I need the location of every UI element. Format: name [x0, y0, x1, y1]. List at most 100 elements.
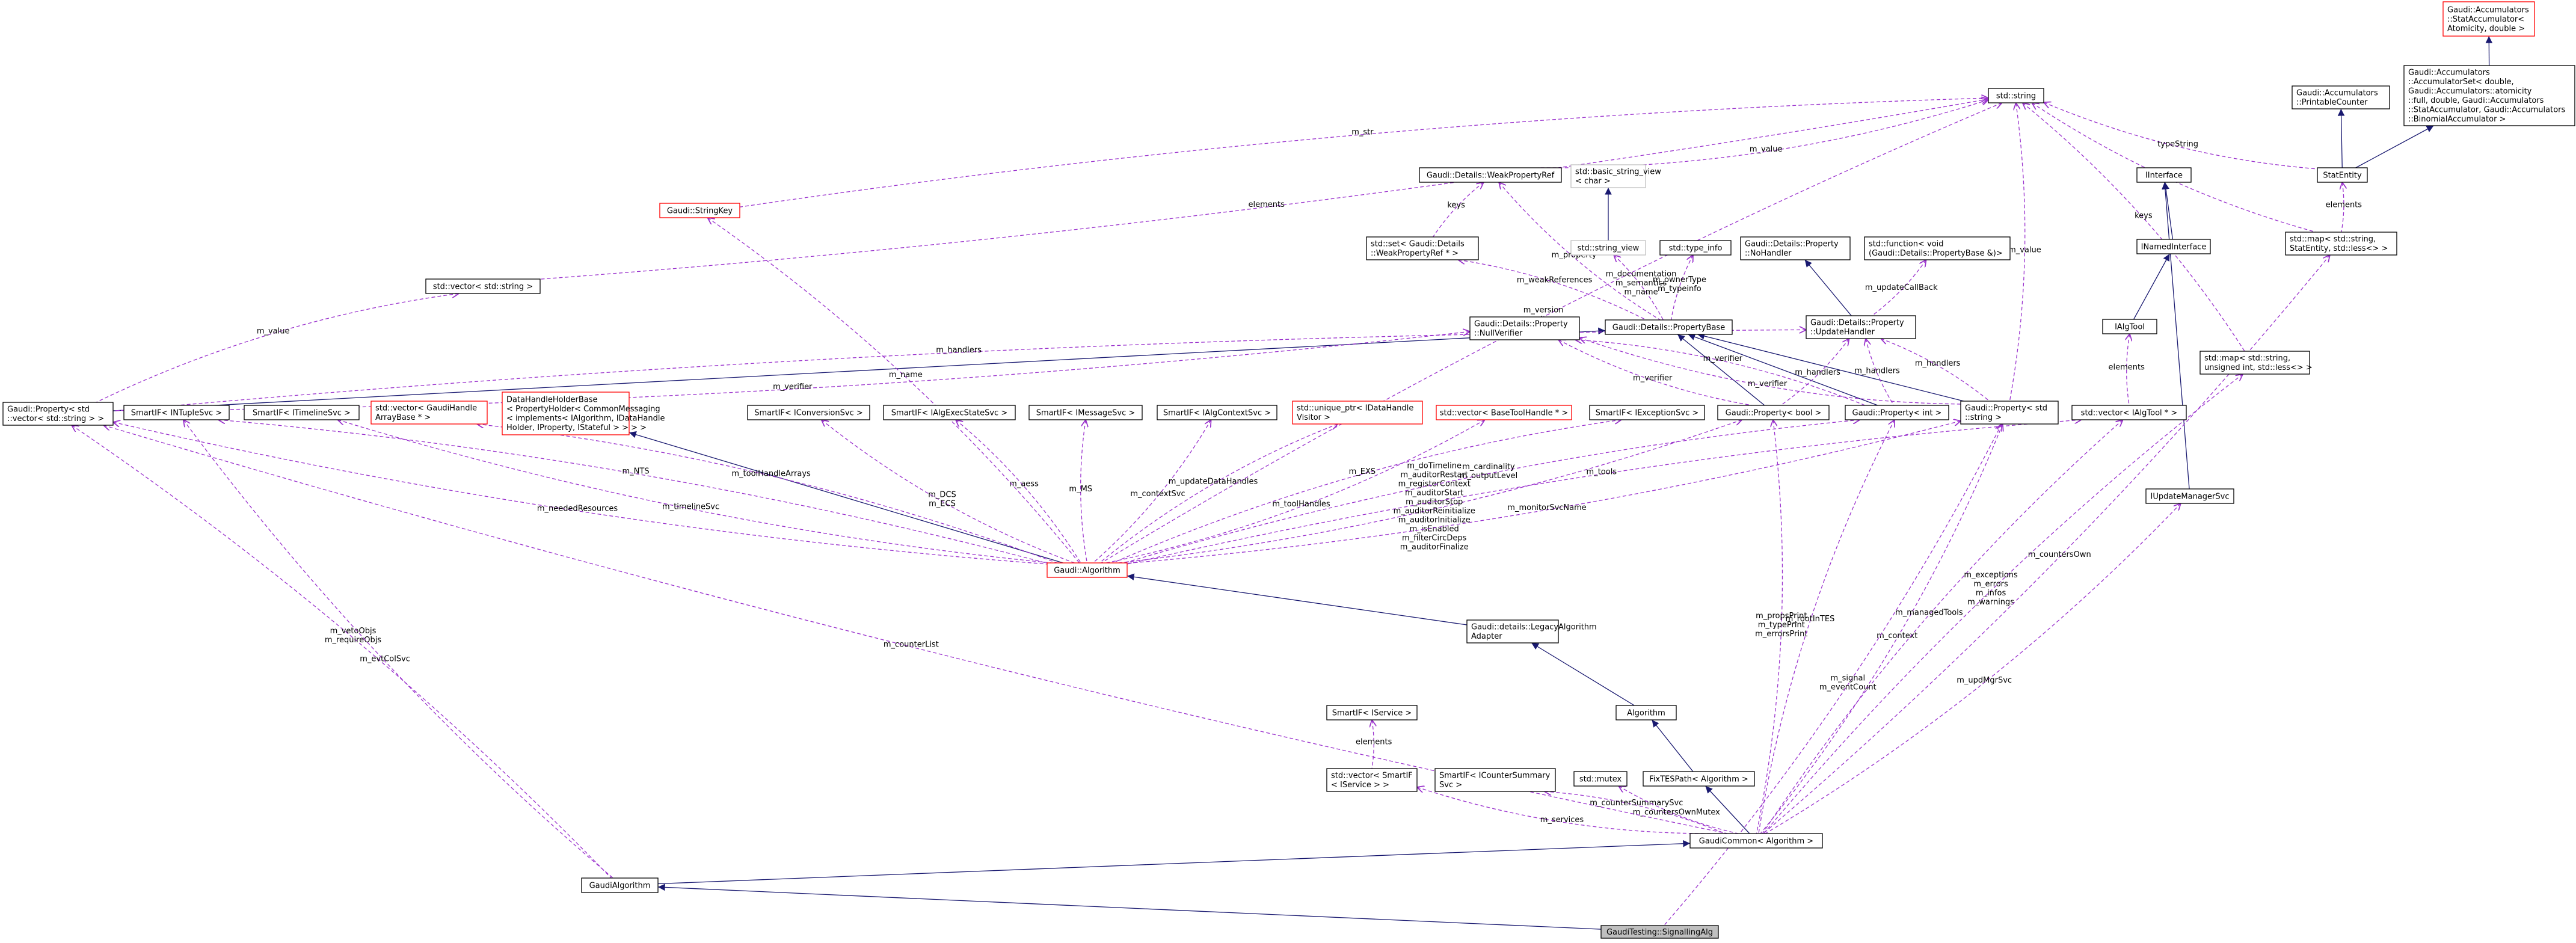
node-sisvc[interactable]: SmartIF< IService >: [1326, 705, 1418, 720]
edge-label-line: m_value: [2008, 245, 2041, 254]
node-setwpr[interactable]: std::set< Gaudi::Details::WeakPropertyRe…: [1366, 236, 1479, 260]
node-iinterface[interactable]: IInterface: [2136, 167, 2192, 183]
edge-label-line: m_value: [257, 327, 290, 336]
edge-label-nullverifier-to-propstr: m_verifier: [1748, 379, 1788, 389]
node-box-galg: [1047, 562, 1128, 578]
edge-usage-stdfunc-to-updhandler: [1872, 260, 1926, 316]
edge-label-propstr-to-gcommon: m_context: [1877, 631, 1917, 640]
edge-label-stdfunc-to-updhandler: m_updateCallBack: [1865, 283, 1938, 292]
node-stdstring[interactable]: std::string: [1988, 88, 2044, 103]
node-label-vecstr: std::vector< std::string >: [433, 282, 533, 291]
edge-inherit-accset-to-statentity: [2355, 125, 2434, 168]
node-gaudialg[interactable]: GaudiAlgorithm: [581, 877, 659, 893]
node-label-mapstat: std::map< std::string,StatEntity, std::l…: [2290, 235, 2388, 254]
node-propbool[interactable]: Gaudi::Property< bool >: [1717, 405, 1830, 420]
node-propbase[interactable]: Gaudi::Details::PropertyBase: [1605, 319, 1733, 335]
edge-label-updhandler-to-propstr: m_handlers: [1915, 359, 1961, 368]
node-label-accset: Gaudi::Accumulators::AccumulatorSet< dou…: [2408, 69, 2565, 124]
edge-usage-propstr-to-root: [1664, 424, 2002, 926]
edge-label-line: m_auditorInitialize: [1398, 516, 1471, 525]
node-label-gcommon: GaudiCommon< Algorithm >: [1699, 837, 1813, 846]
node-typeinfo[interactable]: std::type_info: [1659, 240, 1732, 256]
node-sintuple[interactable]: SmartIF< INTupleSvc >: [123, 405, 230, 420]
node-propint[interactable]: Gaudi::Property< int >: [1845, 405, 1949, 420]
edge-label-stdstring-to-stringkey: m_str: [1351, 128, 1374, 137]
node-label-line: GaudiCommon< Algorithm >: [1699, 837, 1813, 846]
edge-label-line: m_verifier: [773, 382, 813, 392]
node-box-iupdmgr: [2145, 488, 2234, 504]
node-smsg[interactable]: SmartIF< IMessageSvc >: [1028, 405, 1143, 420]
node-vecialgtool[interactable]: std::vector< IAlgTool * >: [2071, 405, 2187, 420]
edge-usage-propstr-to-galg: [1127, 421, 1961, 564]
node-sexc[interactable]: SmartIF< IExceptionSvc >: [1589, 405, 1705, 420]
node-vectoolh[interactable]: std::vector< BaseToolHandle * >: [1436, 405, 1572, 420]
node-inamed[interactable]: INamedInterface: [2136, 239, 2211, 254]
node-vecsisvc[interactable]: std::vector< SmartIF< IService > >: [1326, 768, 1418, 792]
edge-label-sexecstate-to-galg: m_aess: [1009, 480, 1039, 489]
edge-label-line: m_NTS: [622, 467, 649, 476]
node-label-line: ::AccumulatorSet< double,: [2408, 78, 2514, 87]
node-strview[interactable]: std::string_view: [1570, 240, 1646, 256]
node-label-line: ArrayBase * >: [375, 413, 431, 422]
edge-label-line: elements: [1356, 738, 1392, 747]
edge-label-line: m_isEnabled: [1410, 525, 1459, 534]
node-propvecstr[interactable]: Gaudi::Property< std::vector< std::strin…: [2, 402, 114, 426]
node-basicsv[interactable]: std::basic_string_view< char >: [1570, 164, 1661, 188]
node-mapstat[interactable]: std::map< std::string,StatEntity, std::l…: [2285, 232, 2397, 256]
node-statentity[interactable]: StatEntity: [2317, 167, 2368, 183]
node-iupdmgr[interactable]: IUpdateManagerSvc: [2145, 488, 2234, 504]
node-box-vecstr: [425, 278, 541, 294]
node-stdfunc[interactable]: std::function< void(Gaudi::Details::Prop…: [1864, 236, 2011, 260]
node-box-legacy: [1466, 619, 1559, 644]
node-label-line: ::PrintableCounter: [2296, 98, 2368, 107]
node-ialgtool[interactable]: IAlgTool: [2102, 319, 2157, 334]
node-accset[interactable]: Gaudi::Accumulators::AccumulatorSet< dou…: [2403, 65, 2575, 126]
node-mapunsigned[interactable]: std::map< std::string,unsigned int, std:…: [2199, 351, 2313, 375]
node-vecstr[interactable]: std::vector< std::string >: [425, 278, 541, 294]
node-label-inamed: INamedInterface: [2141, 242, 2207, 251]
node-gcommon[interactable]: GaudiCommon< Algorithm >: [1689, 833, 1823, 849]
edge-label-stimeline-to-galg: m_timelineSvc: [662, 502, 719, 511]
node-nullverifier[interactable]: Gaudi::Details::Property::NullVerifier: [1469, 316, 1580, 340]
node-galg[interactable]: Gaudi::Algorithm: [1047, 562, 1128, 578]
edge-usage-nullverifier-to-propvecstr: [112, 331, 1470, 411]
node-sctx[interactable]: SmartIF< IAlgContextSvc >: [1157, 405, 1277, 420]
node-nohandler[interactable]: Gaudi::Details::Property::NoHandler: [1740, 236, 1851, 260]
node-root[interactable]: GaudiTesting::SignallingAlg: [1600, 925, 1719, 939]
node-label-line: SmartIF< IConversionSvc >: [754, 408, 863, 417]
edge-label-line: m_auditorFinalize: [1400, 543, 1469, 552]
node-algorithm[interactable]: Algorithm: [1615, 705, 1677, 720]
node-dhhb[interactable]: DataHandleHolderBase< PropertyHolder< Co…: [502, 392, 665, 435]
node-propstr[interactable]: Gaudi::Property< std::string >: [1960, 401, 2059, 425]
node-label-line: Visitor >: [1297, 413, 1330, 422]
node-weakpropref[interactable]: Gaudi::Details::WeakPropertyRef: [1419, 167, 1562, 183]
node-label-strview: std::string_view: [1578, 244, 1640, 253]
node-label-sintuple: SmartIF< INTupleSvc >: [131, 408, 222, 417]
node-stimeline[interactable]: SmartIF< ITimelineSvc >: [244, 405, 360, 420]
node-stataccum[interactable]: Gaudi::Accumulators::StatAccumulator<Ato…: [2442, 1, 2535, 37]
node-label-line: ::NullVerifier: [1474, 329, 1523, 338]
node-updhandler[interactable]: Gaudi::Details::Property::UpdateHandler: [1806, 315, 1916, 339]
node-fixtes[interactable]: FixTESPath< Algorithm >: [1643, 771, 1755, 787]
node-stdmutex[interactable]: std::mutex: [1573, 771, 1628, 787]
edge-label-nullverifier-to-propvecstr: m_verifier: [773, 382, 813, 392]
node-printcounter[interactable]: Gaudi::Accumulators::PrintableCounter: [2292, 85, 2390, 109]
edge-label-line: m_exceptions: [1964, 571, 2018, 580]
edge-inherit-iinterface-to-iupdmgr: [2162, 182, 2190, 490]
node-label-line: Gaudi::Property< bool >: [1726, 408, 1822, 417]
edge-usage-stdstring-to-statentity: [2044, 102, 2318, 170]
edge-label-weakpropref-to-setwpr: keys: [1447, 201, 1465, 210]
node-sexecstate[interactable]: SmartIF< IAlgExecStateSvc >: [883, 405, 1016, 420]
node-label-line: INamedInterface: [2141, 242, 2207, 251]
edge-label-line: m_neededResources: [537, 505, 618, 514]
node-label-line: Gaudi::Accumulators::atomicity: [2408, 87, 2532, 96]
node-stringkey[interactable]: Gaudi::StringKey: [659, 203, 740, 218]
node-box-stdmutex: [1573, 771, 1628, 787]
node-label-sctx: SmartIF< IAlgContextSvc >: [1163, 408, 1271, 417]
node-sconv[interactable]: SmartIF< IConversionSvc >: [747, 405, 870, 420]
